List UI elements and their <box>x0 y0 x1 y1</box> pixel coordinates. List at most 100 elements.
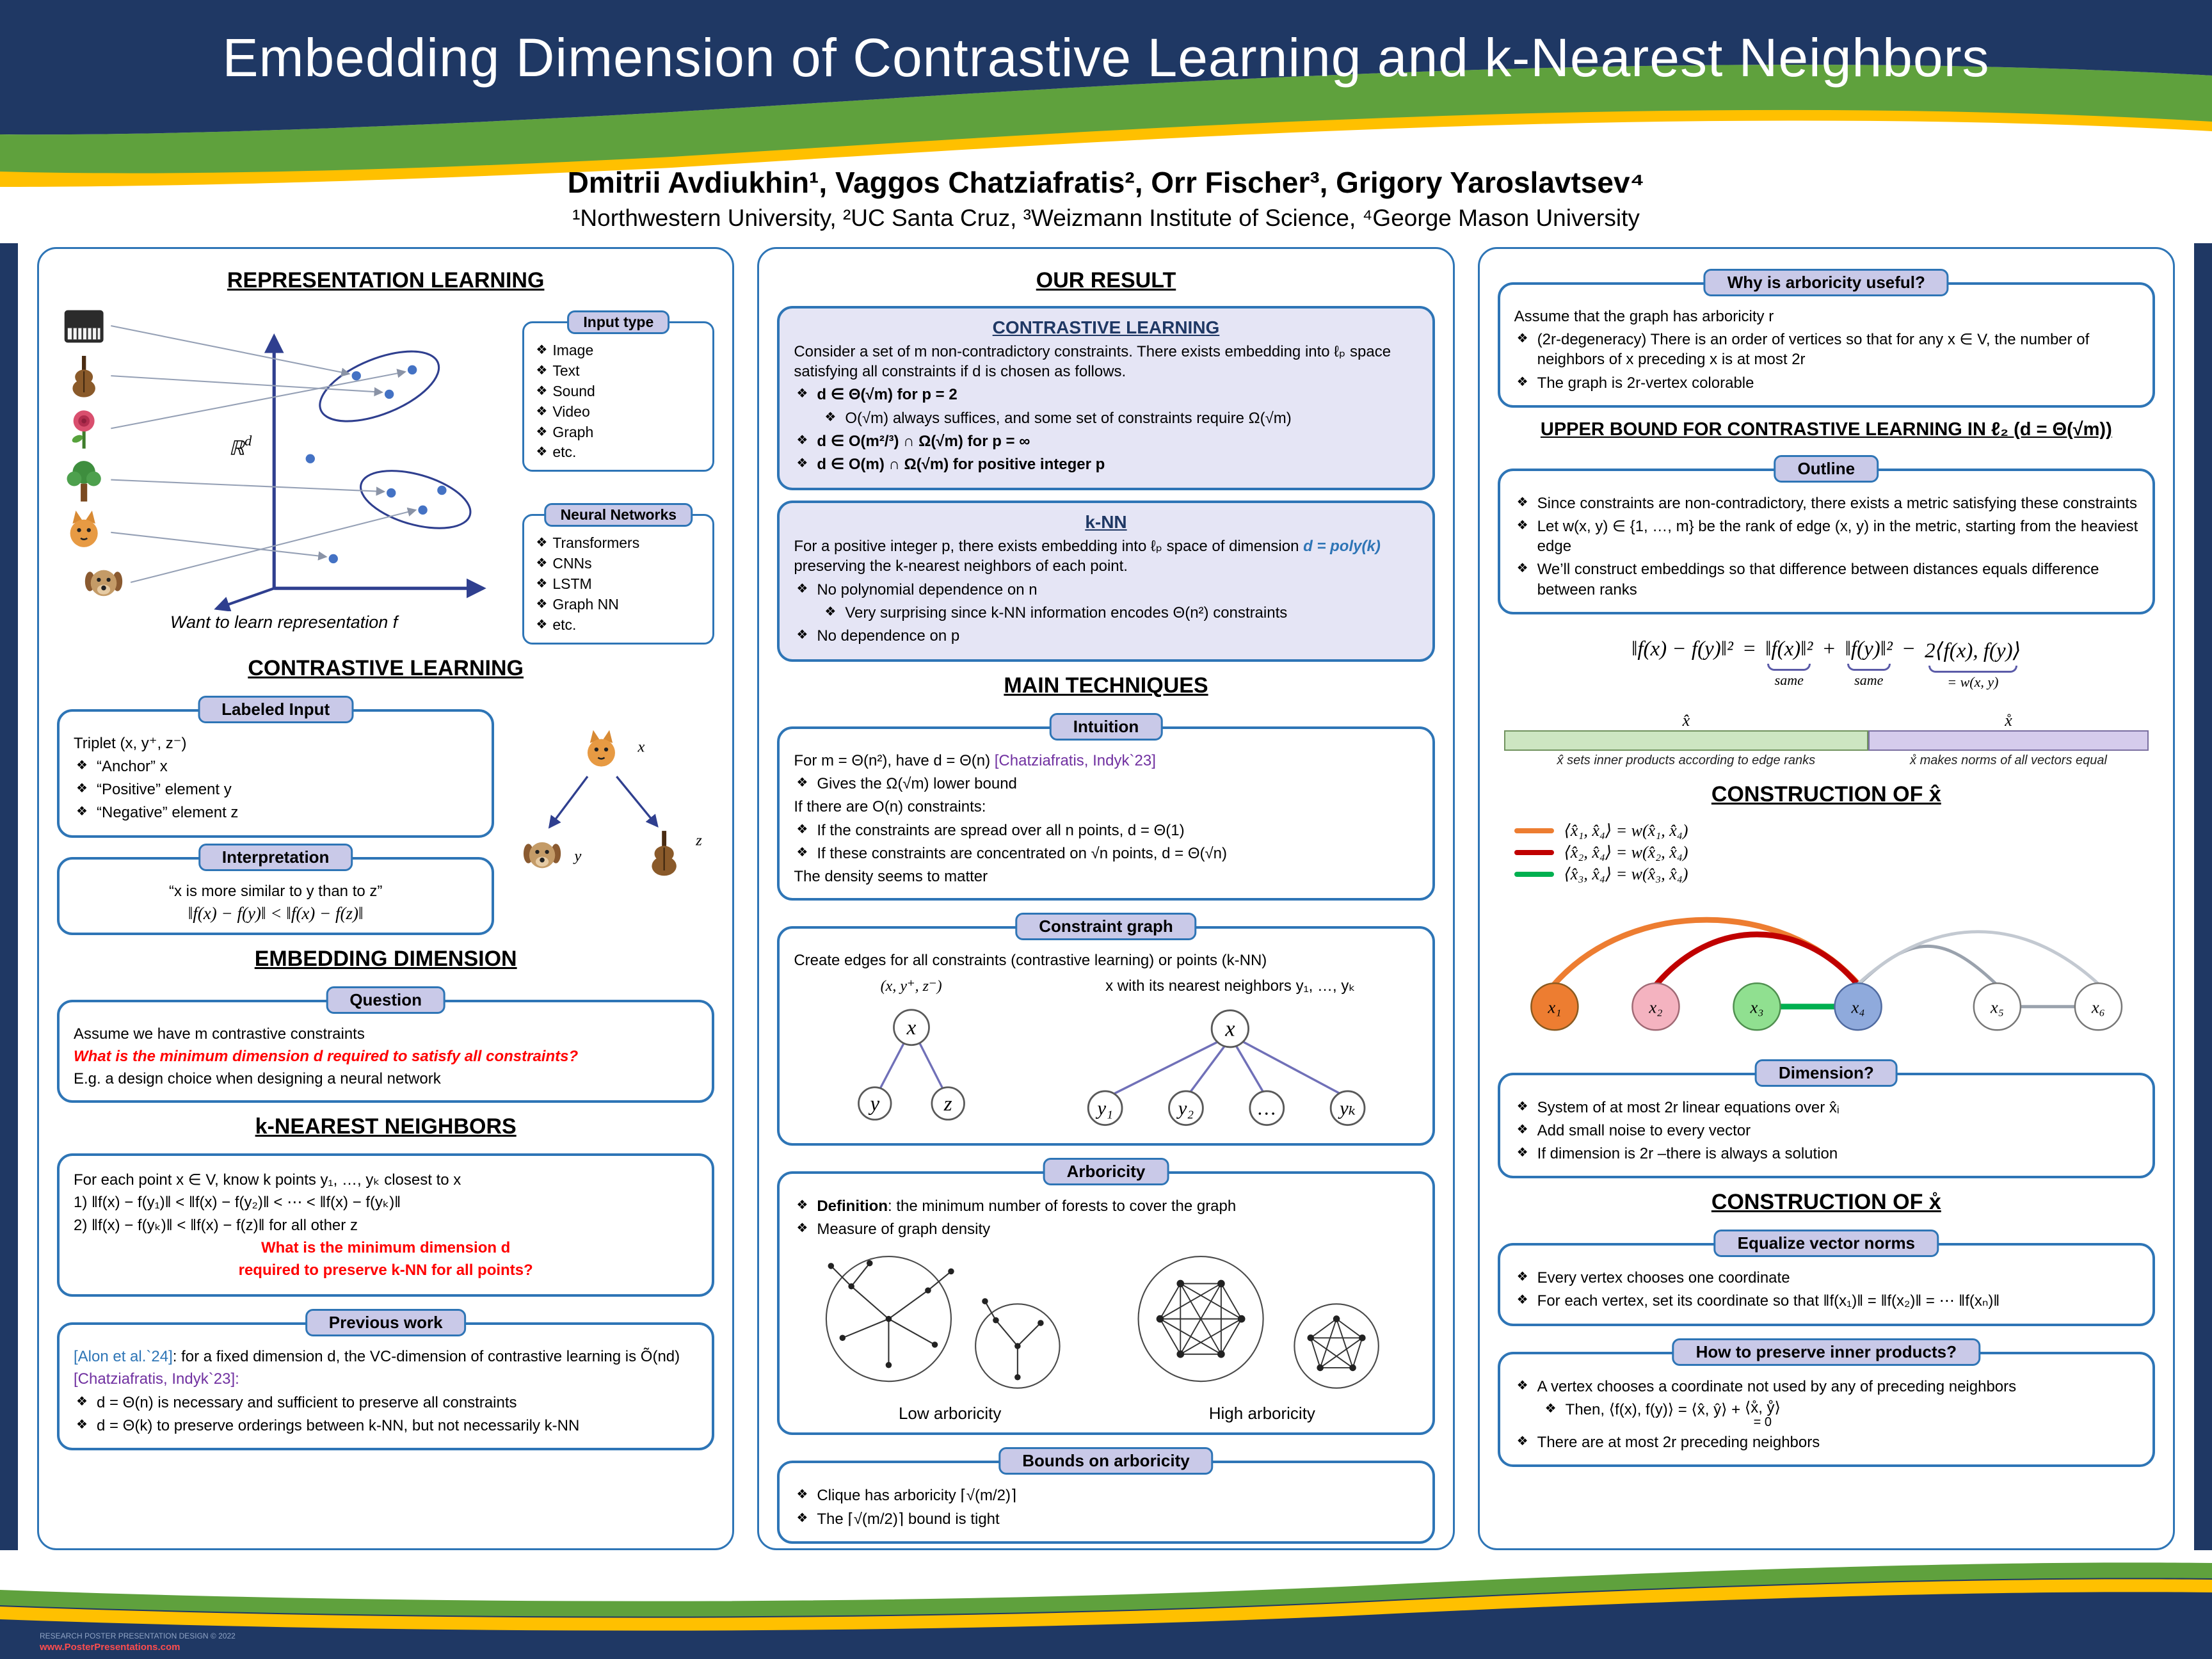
section-heading-construction-ring: CONSTRUCTION OF x̊ <box>1711 1190 1941 1215</box>
list-item: “Negative” element z <box>74 803 477 822</box>
interpretation-pill: Interpretation <box>198 843 353 871</box>
result-item: d ∈ Θ(√m) for p = 2 <box>794 385 1418 405</box>
section-heading-knn: k-NEAREST NEIGHBORS <box>255 1114 517 1139</box>
svg-text:x: x <box>1225 1017 1236 1041</box>
embedding-space-diagram: ℝd <box>63 309 486 612</box>
list-item: Clique has arboricity ⌈√(m/2)⌉ <box>794 1486 1418 1505</box>
intuition-line2: If there are O(n) constraints: <box>794 798 986 816</box>
knn-definition-box: For each point x ∈ V, know k points y₁, … <box>57 1153 715 1297</box>
graph-node-label: x₃ <box>1749 997 1763 1016</box>
citation: [Alon et al.`24] <box>74 1348 173 1366</box>
triplet-tree: (x, y⁺, z⁻) x y z <box>794 977 1029 1128</box>
list-item: d = Θ(n) is necessary and sufficient to … <box>74 1393 698 1413</box>
column-middle: OUR RESULT CONTRASTIVE LEARNING Consider… <box>757 247 1455 1550</box>
list-item: Sound <box>533 382 703 401</box>
column-left: REPRESENTATION LEARNING <box>37 247 735 1550</box>
arboricity-useful-box: Why is arboricity useful? Assume that th… <box>1497 269 2155 408</box>
list-item: We’ll construct embeddings so that diffe… <box>1514 559 2138 599</box>
dimension-box: Dimension? System of at most 2r linear e… <box>1497 1059 2155 1179</box>
question-line: Assume we have m contrastive constraints <box>74 1025 365 1043</box>
result-contrastive-intro: Consider a set of m non-contradictory co… <box>794 343 1391 381</box>
poster-authors: Dmitrii Avdiukhin¹, Vaggos Chatziafratis… <box>567 166 1645 199</box>
preserve-inner-products-pill: How to preserve inner products? <box>1672 1338 1981 1366</box>
section-heading-main-techniques: MAIN TECHNIQUES <box>1004 673 1208 698</box>
violin-icon <box>651 830 678 877</box>
svg-text:y₂: y₂ <box>1176 1097 1194 1119</box>
equalize-norms-box: Equalize vector norms Every vertex choos… <box>1497 1230 2155 1326</box>
list-item: For each vertex, set its coordinate so t… <box>1514 1291 2138 1311</box>
result-item: No dependence on p <box>794 626 1418 646</box>
knn-separation: 2) ‖f(x) − f(yₖ)‖ < ‖f(x) − f(z)‖ for al… <box>74 1216 358 1234</box>
input-type-box: Input type Image Text Sound Video Graph … <box>522 310 715 472</box>
equation-lhs: ‖f(x) − f(y)‖² <box>1631 637 1733 661</box>
representation-figure: ℝd Want to learn representation f <box>57 302 511 645</box>
previous-work-box: Previous work [Alon et al.`24]: for a fi… <box>57 1309 715 1450</box>
list-item: Video <box>533 403 703 422</box>
high-arboricity-label: High arboricity <box>1208 1404 1315 1423</box>
knn-question-1: What is the minimum dimension d <box>260 1238 511 1256</box>
dog-icon <box>524 842 561 869</box>
svg-text:…: … <box>1258 1097 1276 1119</box>
poly-k-highlight: d = poly(k) <box>1303 538 1381 556</box>
underbrace <box>1767 663 1811 671</box>
bounds-arboricity-pill: Bounds on arboricity <box>998 1447 1214 1475</box>
list-item: Then, ⟨f(x), f(y)⟩ = ⟨x̂, ŷ⟩ + ⟨x̊, ẙ⟩= … <box>1543 1400 2138 1429</box>
equalize-norms-pill: Equalize vector norms <box>1713 1230 1939 1258</box>
equation-term: ‖f(y)‖² same <box>1845 637 1893 688</box>
list-item: A vertex chooses a coordinate not used b… <box>1514 1377 2138 1397</box>
preserve-inner-products-box: How to preserve inner products? A vertex… <box>1497 1338 2155 1468</box>
question-note: E.g. a design choice when designing a ne… <box>74 1070 441 1088</box>
triplet-diagram: x y z <box>524 729 702 877</box>
arboricity-useful-pill: Why is arboricity useful? <box>1703 269 1949 296</box>
legend-row: ⟨x̂₃, x̂₄⟩ = w(x̂₃, x̂₄) <box>1514 865 2155 884</box>
credit-line: RESEARCH POSTER PRESENTATION DESIGN © 20… <box>40 1631 236 1640</box>
cat-icon <box>587 729 616 767</box>
list-item: etc. <box>533 616 703 635</box>
list-item: Gives the Ω(√m) lower bound <box>794 774 1418 794</box>
result-knn-box: k-NN For a positive integer p, there exi… <box>777 501 1435 662</box>
list-item: Text <box>533 362 703 381</box>
result-item: d ∈ O(m²/³) ∩ Ω(√m) for p = ∞ <box>794 431 1418 451</box>
list-item: d = Θ(k) to preserve orderings between k… <box>74 1416 698 1436</box>
tree-icon <box>67 461 101 502</box>
list-item: The ⌈√(m/2)⌉ bound is tight <box>794 1509 1418 1529</box>
content-columns: REPRESENTATION LEARNING <box>37 247 2175 1550</box>
low-arboricity-label: Low arboricity <box>898 1404 1002 1423</box>
question-box: Question Assume we have m contrastive co… <box>57 986 715 1103</box>
input-type-pill: Input type <box>567 310 670 334</box>
underbrace <box>1847 663 1891 671</box>
piano-icon <box>63 309 104 344</box>
plus-sign: + <box>1822 637 1836 661</box>
intuition-pill: Intuition <box>1049 713 1163 741</box>
equals-sign: = <box>1742 637 1757 661</box>
credit-url: www.PosterPresentations.com <box>40 1641 180 1653</box>
minus-sign: − <box>1901 637 1916 661</box>
constraint-graph-box: Constraint graph Create edges for all co… <box>777 913 1435 1146</box>
template-credit: RESEARCH POSTER PRESENTATION DESIGN © 20… <box>40 1631 236 1654</box>
distance-rank-equation: ‖f(x) − f(y)‖² = ‖f(x)‖² same + ‖f(y)‖² … <box>1500 637 2152 691</box>
legend-color-line <box>1514 871 1554 877</box>
citation: [Chatziafratis, Indyk`23] <box>994 752 1156 770</box>
constraint-graph-intro: Create edges for all constraints (contra… <box>794 952 1267 970</box>
list-item: “Anchor” x <box>74 757 477 776</box>
representation-row: ℝd Want to learn representation f Input … <box>57 302 715 645</box>
section-heading-representation-learning: REPRESENTATION LEARNING <box>227 268 545 293</box>
list-item: Definition: the minimum number of forest… <box>794 1196 1418 1216</box>
list-item: Graph <box>533 423 703 442</box>
equation-term: 2⟨f(x), f(y)⟩ = w(x, y) <box>1925 639 2021 690</box>
list-item: Add small noise to every vector <box>1514 1121 2138 1141</box>
graph-node-label: x₁ <box>1547 997 1561 1016</box>
ring-bar-rect <box>1868 730 2149 751</box>
list-item: If dimension is 2r –there is always a so… <box>1514 1144 2138 1164</box>
graph-node-label: x₂ <box>1648 997 1662 1016</box>
list-item: CNNs <box>533 554 703 573</box>
header-wave-graphic <box>0 0 2212 243</box>
contrastive-row: Labeled Input Triplet (x, y⁺, z⁻) “Ancho… <box>57 690 714 935</box>
question-pill: Question <box>326 986 445 1014</box>
question-highlight: What is the minimum dimension d required… <box>74 1047 579 1065</box>
triplet-tree-caption: (x, y⁺, z⁻) <box>880 978 942 995</box>
section-heading-upper-bound: UPPER BOUND FOR CONTRASTIVE LEARNING IN … <box>1540 419 2112 440</box>
svg-text:x: x <box>906 1017 916 1040</box>
vector-split-bars: x̂ x̂ sets inner products according to e… <box>1503 711 2149 768</box>
